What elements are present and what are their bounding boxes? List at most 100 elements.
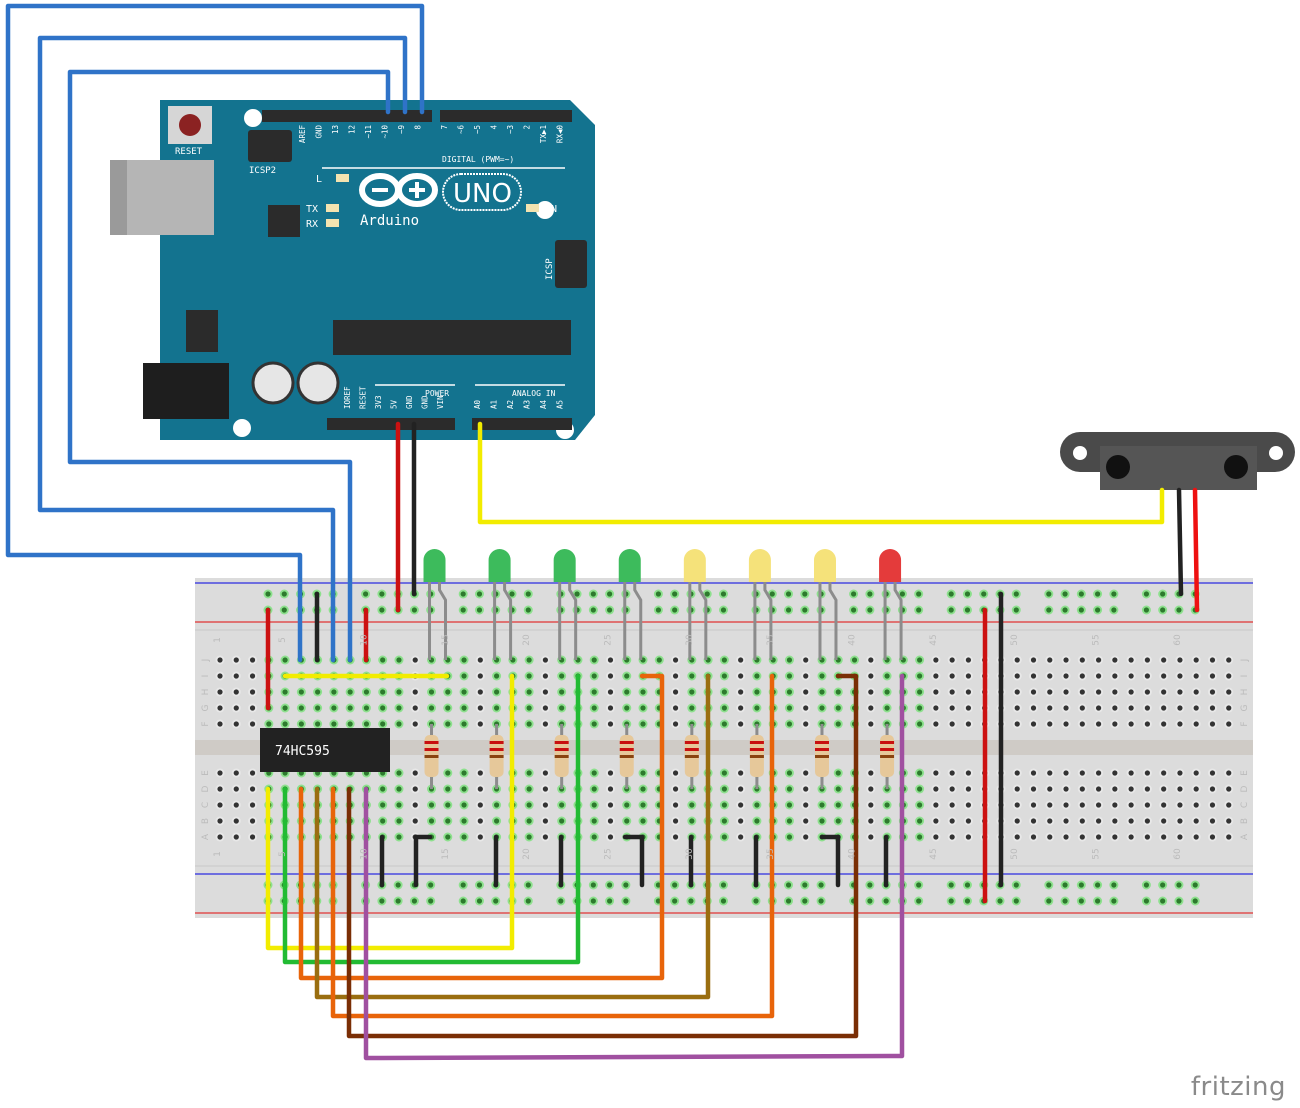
breadboard-hole <box>445 834 451 840</box>
breadboard-hole <box>868 689 874 695</box>
rail-hole <box>379 591 385 597</box>
breadboard-hole <box>607 705 614 711</box>
breadboard-hole <box>1144 802 1150 808</box>
breadboard-hole <box>526 834 532 840</box>
breadboard-hole <box>803 770 809 776</box>
rail-hole <box>1143 591 1149 597</box>
row-label-left: C <box>201 802 211 808</box>
breadboard-hole <box>526 689 532 695</box>
breadboard-hole <box>819 689 825 695</box>
breadboard-hole <box>1014 770 1020 776</box>
rail-hole <box>607 591 613 597</box>
rail-hole <box>395 898 401 904</box>
breadboard-hole <box>803 834 809 840</box>
rail-hole <box>964 898 971 904</box>
breadboard-hole <box>1144 705 1150 711</box>
breadboard-hole <box>493 818 500 824</box>
rail-hole <box>672 898 678 904</box>
column-number-top: 35 <box>766 634 776 645</box>
rail-hole <box>1078 898 1084 904</box>
rail-hole <box>851 607 857 613</box>
breadboard-hole <box>380 657 386 663</box>
rail-hole <box>867 591 873 597</box>
breadboard-hole <box>477 818 483 824</box>
breadboard-hole <box>1030 770 1037 776</box>
breadboard-hole <box>363 721 370 727</box>
breadboard-hole <box>738 786 744 792</box>
led-leg <box>763 580 773 660</box>
rail-hole <box>1013 882 1019 888</box>
column-number-bottom: 55 <box>1092 848 1102 859</box>
breadboard-hole <box>542 689 549 695</box>
wire-sensor-gnd <box>1176 487 1184 597</box>
icsp2-header <box>248 130 292 162</box>
power-pin-label: GND <box>405 395 414 409</box>
rail-hole <box>476 882 483 888</box>
breadboard-hole <box>640 721 646 727</box>
breadboard-hole <box>282 689 288 695</box>
rail-hole <box>476 898 483 904</box>
led-leg <box>568 580 578 660</box>
rail-hole <box>1046 591 1052 597</box>
breadboard-hole <box>1047 818 1053 824</box>
breadboard-hole <box>1030 802 1037 808</box>
breadboard-hole <box>835 818 841 824</box>
breadboard-hole <box>298 721 304 727</box>
rail-hole <box>769 591 775 597</box>
breadboard-hole <box>1079 786 1085 792</box>
breadboard-hole <box>672 705 679 711</box>
breadboard-hole <box>917 705 923 711</box>
breadboard-hole <box>1161 705 1167 711</box>
breadboard-hole <box>1177 721 1183 727</box>
breadboard-hole <box>868 802 874 808</box>
breadboard-hole <box>965 705 972 711</box>
mounting-hole <box>244 109 262 127</box>
rail-hole <box>948 591 954 597</box>
rail-hole <box>1046 607 1052 613</box>
breadboard-hole <box>1177 705 1183 711</box>
breadboard-hole <box>217 673 223 679</box>
rail-hole <box>916 898 922 904</box>
breadboard-hole <box>1014 705 1020 711</box>
breadboard-hole <box>526 721 532 727</box>
rail-hole <box>460 591 466 597</box>
breadboard-hole <box>559 673 565 679</box>
digital-header-right <box>440 110 572 122</box>
digital-pin-label: RX◀0 <box>556 125 565 144</box>
breadboard-hole <box>249 673 256 679</box>
rail-hole <box>265 591 271 597</box>
digital-pin-label: GND <box>315 125 324 139</box>
rail-hole <box>753 898 759 904</box>
analog-header-label: ANALOG IN <box>512 389 556 398</box>
rail-hole <box>525 591 531 597</box>
breadboard-hole <box>721 770 727 776</box>
breadboard-hole <box>1209 689 1216 695</box>
column-number-bottom: 1 <box>213 851 223 857</box>
digital-pin-label: AREF <box>298 125 307 144</box>
column-number-bottom: 60 <box>1173 848 1183 860</box>
rail-hole <box>1013 591 1019 597</box>
breadboard-hole <box>1030 786 1037 792</box>
icsp-header <box>555 240 587 288</box>
rail-hole <box>785 591 792 597</box>
rail-hole <box>395 882 401 888</box>
breadboard-hole <box>884 689 890 695</box>
breadboard-hole <box>445 802 451 808</box>
breadboard-hole <box>1095 802 1102 808</box>
breadboard-hole <box>461 673 467 679</box>
breadboard-hole <box>1014 721 1020 727</box>
breadboard-hole <box>1193 834 1199 840</box>
resistor-band <box>489 755 504 758</box>
power-pin-label: RESET <box>359 386 368 409</box>
breadboard-hole <box>1112 834 1118 840</box>
breadboard-hole <box>819 673 825 679</box>
breadboard-hole <box>461 834 467 840</box>
breadboard-hole <box>917 802 923 808</box>
breadboard-hole <box>1161 689 1167 695</box>
breadboard-hole <box>672 721 679 727</box>
row-label-right: J <box>1240 659 1250 663</box>
rail-hole <box>818 898 824 904</box>
breadboard-hole <box>217 721 223 727</box>
capacitor <box>251 361 295 405</box>
row-label-right: G <box>1240 704 1250 711</box>
